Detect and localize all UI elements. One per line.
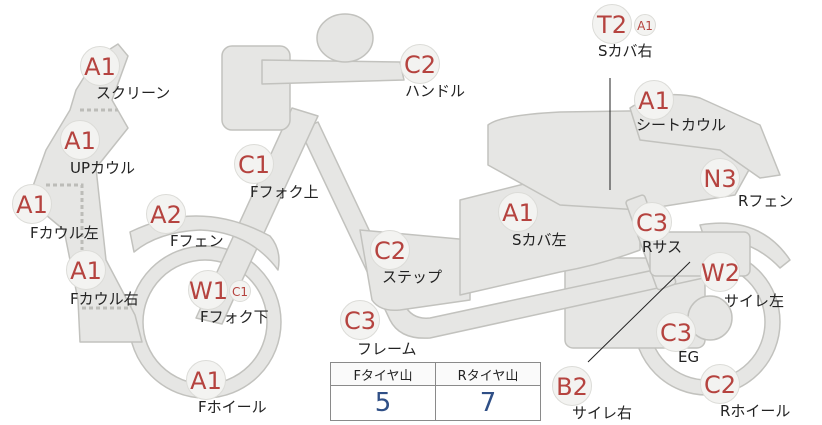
grade-badge-secondary: A1 <box>634 14 656 36</box>
grade-badge: A1 <box>186 360 226 400</box>
grade-badge: C2 <box>370 230 410 270</box>
grade-badge: C2 <box>700 364 740 404</box>
rear-tire-tread-value: 7 <box>435 385 541 421</box>
part-label: サイレ左 <box>724 292 785 310</box>
part-label: Fフェン <box>170 232 224 250</box>
part-label: Sカバ左 <box>512 231 567 249</box>
grade-badge: W2 <box>700 252 740 292</box>
grade-badge: C3 <box>656 312 696 352</box>
headlight-shape <box>221 45 291 131</box>
grade-badge: A2 <box>146 194 186 234</box>
grade-badge: A1 <box>12 184 52 224</box>
grade-badge: N3 <box>700 158 740 198</box>
part-label: Fカウル左 <box>30 224 99 242</box>
grade-badge: A1 <box>498 192 538 232</box>
grade-badge: C3 <box>340 300 380 340</box>
part-label: Fフォク上 <box>250 183 319 201</box>
grade-badge: C3 <box>632 202 672 242</box>
part-label: Rサス <box>642 238 683 256</box>
front-tire-tread-header: Fタイヤ山 <box>330 362 436 386</box>
front-cowl-shape <box>27 43 143 343</box>
part-label: Fホイール <box>198 398 267 416</box>
part-label: Fフォク下 <box>200 308 269 326</box>
front-tire-tread-value: 5 <box>330 385 436 421</box>
part-label: Sカバ右 <box>598 42 653 60</box>
part-label: Rホイール <box>720 402 791 420</box>
part-label: Rフェン <box>738 192 794 210</box>
part-label: ステップ <box>382 268 443 286</box>
grade-badge: A1 <box>60 120 100 160</box>
grade-badge: A1 <box>66 250 106 290</box>
grade-badge: C2 <box>400 44 440 84</box>
front-fork-shape <box>195 107 319 325</box>
grade-badge: A1 <box>634 80 674 120</box>
grade-badge: W1 <box>188 270 228 310</box>
rear-tire-tread-header: Rタイヤ山 <box>435 362 541 386</box>
part-label: シートカウル <box>636 116 727 134</box>
part-label: UPカウル <box>70 159 136 177</box>
part-label: Fカウル右 <box>70 290 139 308</box>
grade-badge: B2 <box>552 366 592 406</box>
part-label: ハンドル <box>405 82 466 100</box>
part-label: フレーム <box>357 340 417 358</box>
handle-shape <box>261 59 405 85</box>
grade-badge: T2 <box>592 4 632 44</box>
grade-badge: A1 <box>80 46 120 86</box>
part-label: EG <box>678 348 700 366</box>
grade-badge-secondary: C1 <box>229 280 251 302</box>
part-label: サイレ右 <box>572 404 633 422</box>
tire-tread-table: Fタイヤ山 Rタイヤ山 5 7 <box>330 362 541 421</box>
part-label: スクリーン <box>96 84 171 102</box>
grade-badge: C1 <box>234 144 274 184</box>
